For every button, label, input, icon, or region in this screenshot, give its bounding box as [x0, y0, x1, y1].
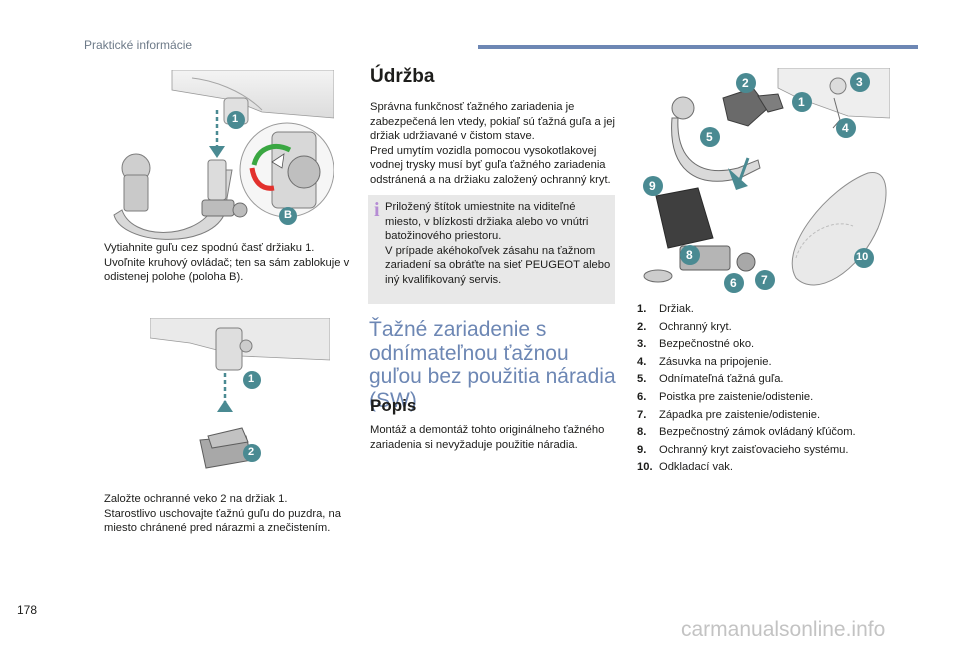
info-text: Priložený štítok umiestnite na viditeľné…	[385, 200, 611, 287]
legend-item: 6.Poistka pre zaistenie/odistenie.	[637, 390, 814, 403]
header-bar	[478, 45, 918, 49]
callout-10: 10	[856, 251, 869, 263]
maintenance-paragraph-1: Správna funkčnosť ťažného zariadenia je …	[370, 101, 615, 142]
callout-3: 3	[856, 75, 863, 89]
figure-cover-placement: 1 2	[150, 318, 330, 478]
info-paragraph-1: Priložený štítok umiestnite na viditeľné…	[385, 201, 589, 242]
legend-item: 1.Držiak.	[637, 303, 694, 315]
watermark: carmanualsonline.info	[681, 618, 886, 641]
maintenance-title: Údržba	[370, 66, 435, 87]
instruction-item: Starostlivo uschovajte ťažnú guľu do puz…	[104, 507, 341, 535]
callout-2: 2	[742, 76, 749, 90]
towing-section-title: Ťažné zariadenie s odnímateľnou ťažnou g…	[369, 318, 616, 412]
info-box: i Priložený štítok umiestnite na viditeľ…	[368, 195, 615, 304]
callout-7: 7	[761, 273, 768, 287]
maintenance-paragraph-2: Pred umytím vozidla pomocou vysokotlakov…	[370, 144, 611, 186]
instruction-item: Uvoľnite kruhový ovládač; ten sa sám zab…	[104, 256, 350, 284]
legend-item: 8.Bezpečnostný zámok ovládaný kľúčom.	[637, 426, 856, 439]
legend-item: 2.Ochranný kryt.	[637, 320, 732, 333]
callout-8: 8	[686, 248, 693, 262]
section-label: Praktické informácie	[84, 38, 193, 52]
instruction-item: Vytiahnite guľu cez spodnú časť držiaku …	[104, 242, 315, 254]
description-text: Montáž a demontáž tohto originálneho ťaž…	[370, 424, 605, 451]
info-icon: i	[374, 199, 380, 221]
legend-item: 7.Západka pre zaistenie/odistenie.	[637, 408, 821, 421]
callout-4: 4	[842, 121, 849, 135]
callout-1: 1	[248, 373, 255, 385]
callout-1: 1	[232, 113, 239, 125]
callout-6: 6	[730, 276, 737, 290]
callout-5: 5	[706, 130, 713, 144]
instruction-item: Založte ochranné veko 2 na držiak 1.	[104, 493, 288, 505]
legend-item: 3.Bezpečnostné oko.	[637, 338, 755, 351]
instructions-2: Založte ochranné veko 2 na držiak 1. Sta…	[88, 492, 346, 536]
figure-components: 2 3 1 4 5 6 7 8 9 10	[628, 68, 890, 298]
page-number: 178	[17, 603, 38, 617]
info-paragraph-2: V prípade akéhokoľvek zásahu na ťažnom z…	[385, 244, 611, 286]
instructions-1: Vytiahnite guľu cez spodnú časť držiaku …	[88, 241, 350, 285]
callout-b: B	[284, 209, 292, 221]
legend-item: 4.Zásuvka na pripojenie.	[637, 355, 772, 368]
description-title: Popis	[370, 396, 417, 415]
legend-item: 5.Odnímateľná ťažná guľa.	[637, 373, 784, 386]
callout-2: 2	[248, 446, 255, 458]
legend-item: 9.Ochranný kryt zaisťovacieho systému.	[637, 443, 849, 456]
callout-1: 1	[798, 95, 805, 109]
callout-9: 9	[649, 179, 656, 193]
legend-list: 1.Držiak. 2.Ochranný kryt. 3.Bezpečnostn…	[637, 301, 937, 477]
figure-ball-removal: 1 B	[112, 70, 334, 248]
maintenance-text: Správna funkčnosť ťažného zariadenia je …	[370, 100, 618, 187]
legend-item: 10.Odkladací vak.	[637, 461, 733, 474]
